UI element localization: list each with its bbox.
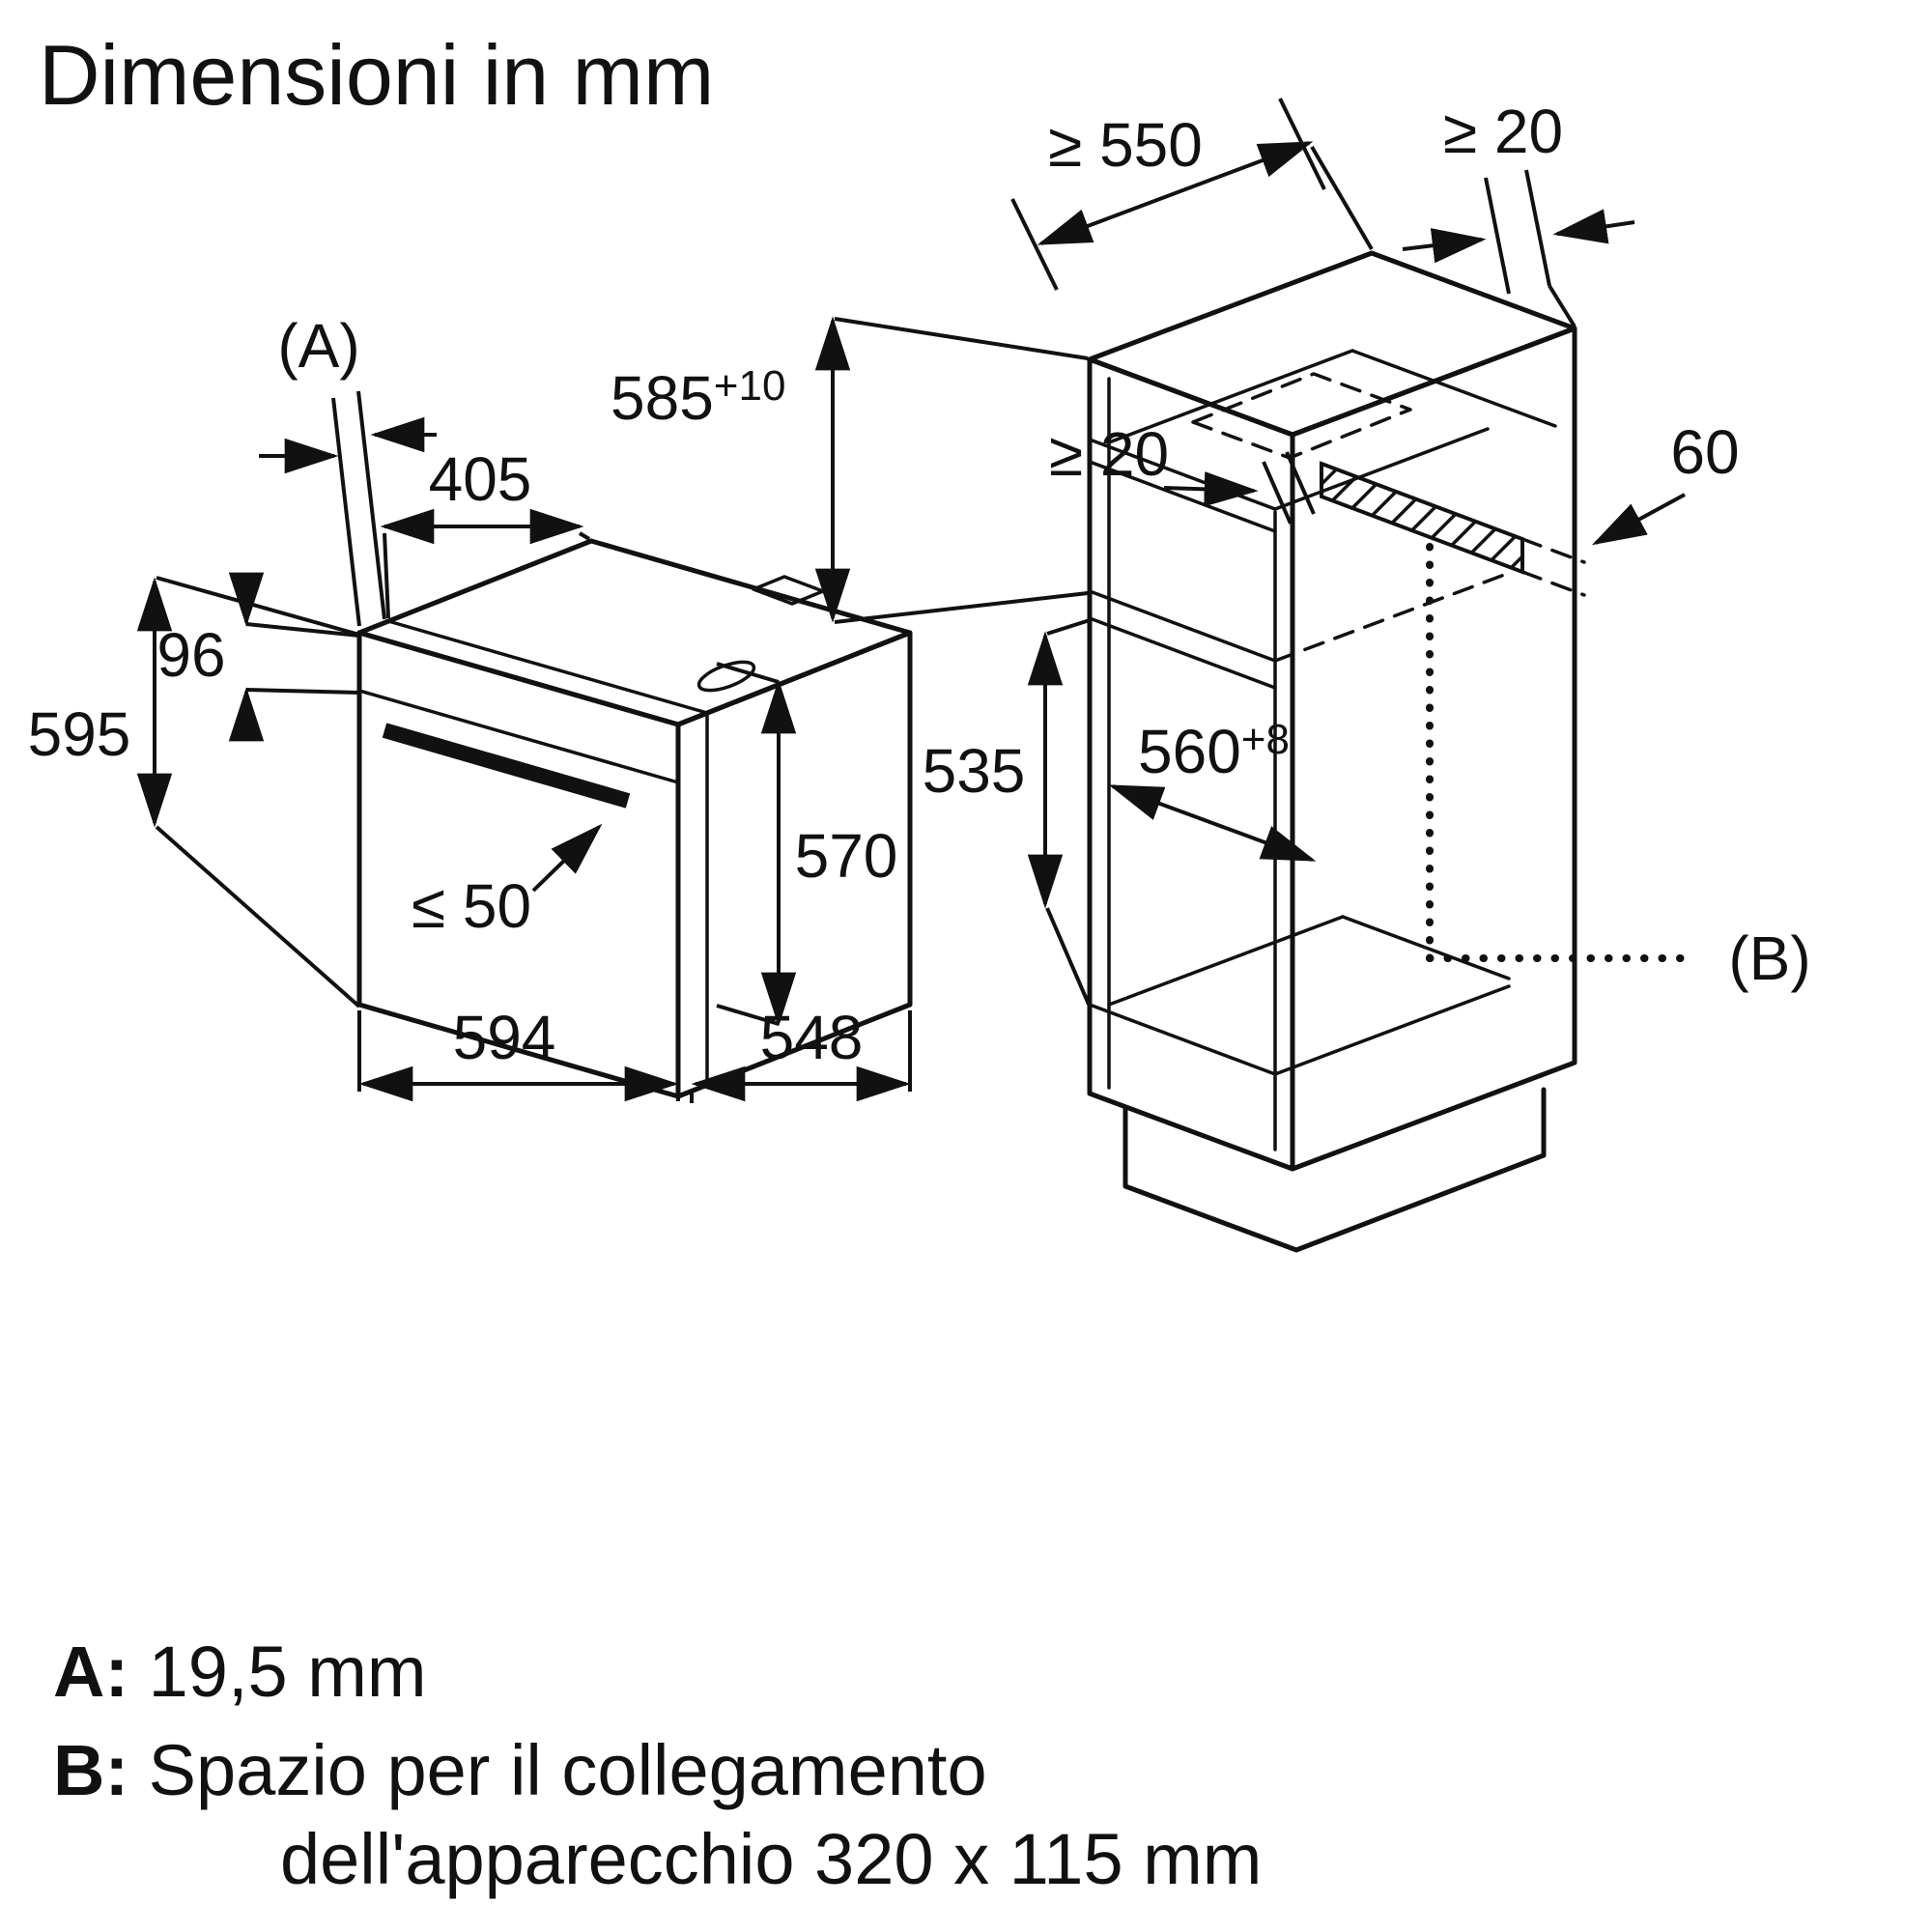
dim-A-ext-1 xyxy=(331,397,361,627)
dim-570-ext-1 xyxy=(716,662,780,684)
dim-550-line xyxy=(1037,141,1314,245)
dim-label-le50: ≤ 50 xyxy=(412,871,531,941)
dim-label-A: (A) xyxy=(277,311,359,381)
niche-bottom-shelf-front-1 xyxy=(1088,589,1277,663)
dim-label-595: 595 xyxy=(28,699,131,769)
dim-550-tick-2 xyxy=(1278,98,1326,190)
dim-535-ext-2 xyxy=(1045,907,1092,1008)
dim-20-top: ≥ 20 xyxy=(1402,97,1635,328)
dim-label-594: 594 xyxy=(453,1003,556,1072)
vent-cutout-dashed xyxy=(1191,372,1412,460)
cabinet-floor-depth-1 xyxy=(1107,915,1345,1007)
dim-96: 96 xyxy=(156,572,360,742)
niche-top-shelf-depth-2 xyxy=(1273,427,1490,511)
dim-20-top-arrow-right xyxy=(1552,209,1635,244)
oven-frame-top-edge xyxy=(386,619,709,715)
legend: A: 19,5 mm B: Spazio per il collegamento… xyxy=(53,1632,1262,1899)
dim-20-top-line-1 xyxy=(1484,177,1511,295)
dim-594: 594 xyxy=(357,1003,680,1102)
gap-line-2 xyxy=(1285,451,1316,515)
gap-line-1 xyxy=(1262,461,1293,525)
oven-grip-hole xyxy=(696,660,756,693)
dim-535: 535 xyxy=(923,618,1092,1008)
cabinet-drawing: ≥ 550 ≥ 20 585+10 ≥ 20 xyxy=(611,97,1811,1253)
dim-label-548: 548 xyxy=(760,1003,864,1072)
dim-20-top-arrow-left xyxy=(1402,228,1487,264)
dim-label-60: 60 xyxy=(1670,417,1739,487)
connection-spacer-hatched xyxy=(1320,461,1524,575)
dim-20-top-ext xyxy=(1548,284,1577,328)
dim-A-ext-2 xyxy=(356,390,386,620)
dim-585-ext-1 xyxy=(834,317,1089,360)
spacer-dashed-1 xyxy=(1520,537,1586,564)
cabinet-floor-back xyxy=(1341,915,1511,980)
dim-label-20-top: ≥ 20 xyxy=(1443,97,1563,166)
niche-bottom-shelf-dashed xyxy=(1273,572,1509,663)
dim-570: 570 xyxy=(716,662,898,1027)
dim-label-B: (B) xyxy=(1728,923,1810,993)
oven-control-strip-line xyxy=(357,689,680,784)
dim-550-tick-1 xyxy=(1010,198,1059,291)
dim-96-ext-2 xyxy=(245,688,360,695)
dim-585-ext-2 xyxy=(834,591,1089,624)
dim-label-96: 96 xyxy=(156,620,225,690)
dim-405-ext-2 xyxy=(578,531,591,541)
legend-b-line1: B: Spazio per il collegamento xyxy=(53,1730,987,1810)
page-title: Dimensioni in mm xyxy=(39,27,714,123)
dim-570-ext-2 xyxy=(716,1004,780,1026)
dim-A-reference: (A) xyxy=(259,311,437,627)
cabinet-plinth xyxy=(1122,1087,1547,1253)
dim-585: 585+10 xyxy=(611,316,1089,624)
dim-label-560: 560+8 xyxy=(1138,716,1290,786)
oven-top-face xyxy=(356,538,913,727)
oven-door-handle xyxy=(382,723,631,809)
dim-60: 60 xyxy=(1591,417,1740,546)
dim-label-20-mid: ≥ 20 xyxy=(1049,419,1169,489)
dim-60-arrow xyxy=(1591,493,1686,546)
niche-bottom-shelf-front-2 xyxy=(1088,616,1277,690)
dim-595-ext-2 xyxy=(155,825,361,1009)
dim-20-mid-arrow xyxy=(1163,471,1259,507)
dim-96-ext-1 xyxy=(245,622,360,638)
oven-drawing: (A) 405 96 595 xyxy=(28,311,913,1103)
dim-550-ext xyxy=(1310,145,1374,251)
dim-405: 405 xyxy=(380,444,591,619)
oven-right-face xyxy=(675,630,913,1099)
niche-top-shelf-front-2 xyxy=(1088,460,1277,533)
dim-535-ext-1 xyxy=(1046,618,1091,636)
cabinet-floor-depth-2 xyxy=(1273,984,1511,1076)
dim-label-405: 405 xyxy=(429,444,532,514)
dim-595-ext-1 xyxy=(156,576,360,637)
dim-20-top-line-2 xyxy=(1524,169,1551,287)
dim-560: 560+8 xyxy=(1108,716,1317,862)
dim-label-550: ≥ 550 xyxy=(1048,110,1203,180)
cabinet-right-face xyxy=(1290,326,1577,1172)
dim-le50: ≤ 50 xyxy=(412,823,603,941)
dim-405-ext-1 xyxy=(383,532,390,619)
niche-top-shelf-depth-1 xyxy=(1107,349,1354,444)
dim-label-585: 585+10 xyxy=(611,362,785,433)
dim-560-line xyxy=(1108,784,1317,862)
dim-B-reference: (B) xyxy=(1426,543,1811,993)
spacer-dashed-2 xyxy=(1520,570,1586,597)
dim-20-mid: ≥ 20 xyxy=(1049,419,1259,507)
legend-a: A: 19,5 mm xyxy=(53,1632,427,1712)
dim-595: 595 xyxy=(28,576,361,1009)
dim-label-535: 535 xyxy=(923,736,1026,806)
niche-top-shelf-back xyxy=(1350,349,1557,428)
dim-label-570: 570 xyxy=(795,821,898,891)
dim-548: 548 xyxy=(690,1003,912,1103)
cabinet-floor-front xyxy=(1088,1003,1277,1076)
dim-le50-arrow xyxy=(531,823,603,893)
dim-550: ≥ 550 xyxy=(1010,98,1374,291)
legend-b-line2: dell'apparecchio 320 x 115 mm xyxy=(280,1819,1262,1899)
